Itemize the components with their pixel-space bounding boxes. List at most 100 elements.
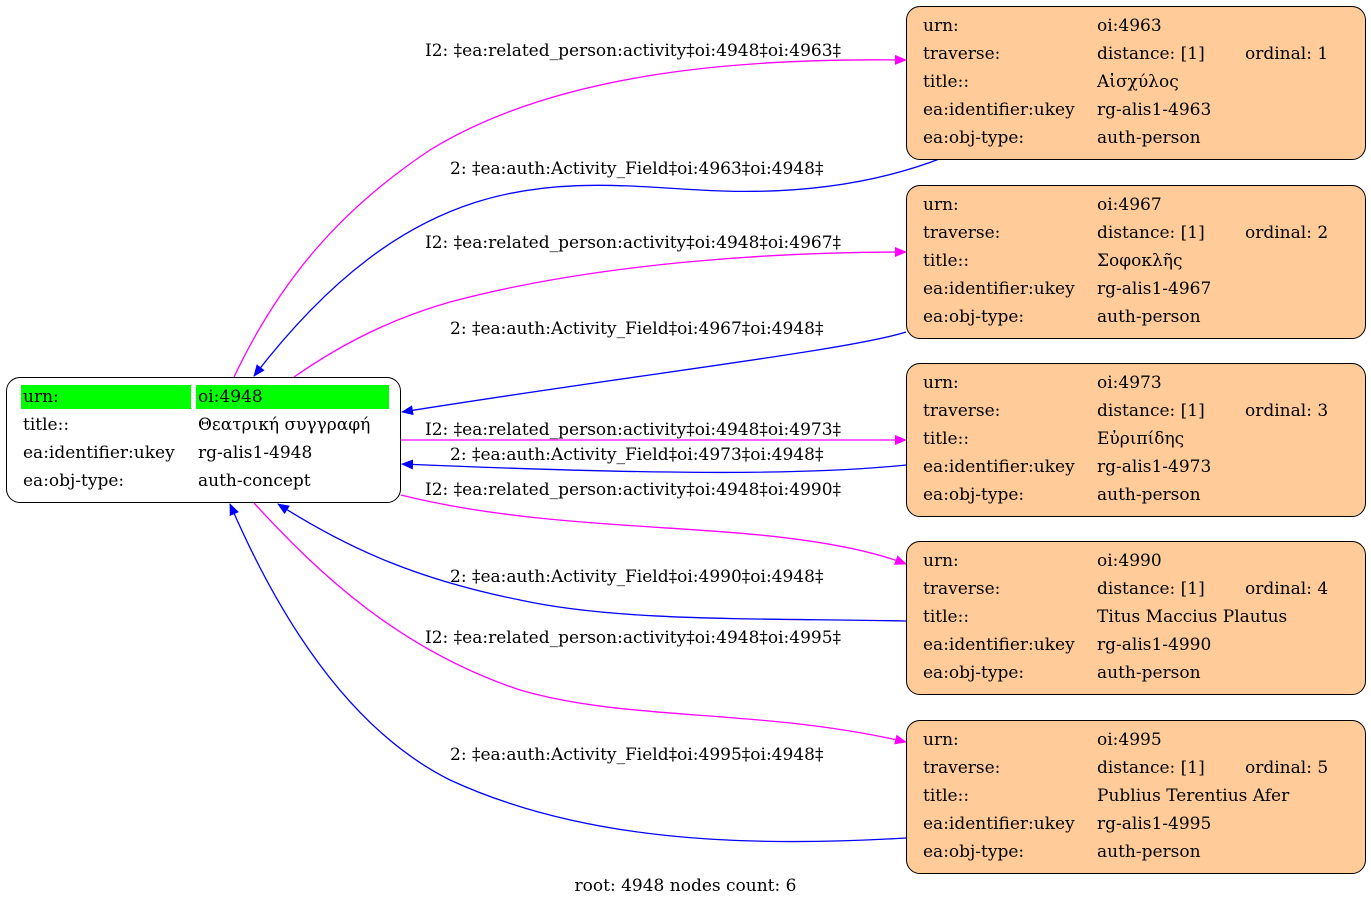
root-title-row: title:: Θεατρική συγγραφή (21, 413, 389, 437)
person-node-3[interactable]: urn:oi:4973 traverse: distance: [1] ordina… (906, 363, 1366, 517)
person-urn-row: urn: oi:4990 (923, 547, 1357, 575)
traverse-key: traverse: (923, 401, 1001, 421)
edge-back-3 (401, 459, 907, 474)
title-value: Σοφοκλῆς (1097, 251, 1183, 271)
person-type-row: ea:obj-type: auth-person (923, 659, 1357, 687)
traverse-key: traverse: (923, 44, 1001, 64)
distance-value: distance: [1] (1097, 401, 1205, 421)
edge-back-4 (277, 503, 907, 622)
person-ukey-row: ea:identifier:ukey rg-alis1-4990 (923, 631, 1357, 659)
urn-key: urn: (923, 373, 959, 393)
root-node[interactable]: urn: oi:4948 title:: Θεατρική συγγραφή e… (6, 377, 401, 503)
title-value: Publius Terentius Afer (1097, 786, 1290, 806)
ukey-value: rg-alis1-4995 (1097, 814, 1212, 834)
edge-out-2 (293, 247, 907, 378)
ukey-key: ea:identifier:ukey (923, 100, 1075, 120)
person-type-row: ea:obj-type:auth-person (923, 303, 1357, 331)
type-value: auth-person (1097, 842, 1201, 862)
urn-key: urn: (923, 16, 959, 36)
person-ukey-row: ea:identifier:ukey rg-alis1-4995 (923, 810, 1357, 838)
person-type-row: ea:obj-type: auth-person (923, 838, 1357, 866)
edge-out-1 (233, 54, 907, 378)
ordinal-value: ordinal: 2 (1245, 223, 1329, 243)
ukey-value: rg-alis1-4967 (1097, 279, 1212, 299)
person-title-row: title::Εὐριπίδης (923, 425, 1357, 453)
person-ukey-row: ea:identifier:ukey rg-alis1-4967 (923, 275, 1357, 303)
edge-out-4 (400, 494, 907, 565)
root-type-row: ea:obj-type: auth-concept (21, 469, 389, 493)
root-ukey-value: rg-alis1-4948 (198, 443, 313, 463)
type-value: auth-person (1097, 307, 1201, 327)
type-key: ea:obj-type: (923, 128, 1025, 148)
ukey-key: ea:identifier:ukey (923, 279, 1075, 299)
title-key: title:: (923, 429, 970, 449)
edge-label-out-5: I2: ‡ea:related_person:activity‡oi:4948‡… (425, 628, 842, 648)
urn-value: oi:4990 (1097, 551, 1162, 571)
type-key: ea:obj-type: (923, 485, 1025, 505)
type-key: ea:obj-type: (923, 663, 1025, 683)
person-node-5[interactable]: urn: oi:4995 traverse: distance: [1] ordina… (906, 720, 1366, 874)
edge-label-out-3: I2: ‡ea:related_person:activity‡oi:4948‡… (425, 420, 842, 440)
distance-value: distance: [1] (1097, 758, 1205, 778)
urn-value: oi:4967 (1097, 195, 1162, 215)
person-type-row: ea:obj-type: auth-person (923, 481, 1357, 509)
title-key: title:: (923, 786, 970, 806)
person-urn-row: urn: oi:4967 (923, 191, 1357, 219)
root-urn-key: urn: (21, 385, 191, 409)
edge-label-out-2: I2: ‡ea:related_person:activity‡oi:4948‡… (425, 233, 842, 253)
person-node-1[interactable]: urn: oi:4963 traverse: distance: [1] ordina… (906, 6, 1366, 160)
title-value: Αἰσχύλος (1097, 72, 1179, 92)
edge-label-back-4: 2: ‡ea:auth:Activity_Field‡oi:4990‡oi:49… (450, 567, 824, 587)
person-title-row: title::Σοφοκλῆς (923, 247, 1357, 275)
urn-value: oi:4995 (1097, 730, 1162, 750)
ordinal-value: ordinal: 1 (1245, 44, 1329, 64)
urn-key: urn: (923, 195, 959, 215)
root-type-key: ea:obj-type: (23, 471, 125, 491)
ukey-key: ea:identifier:ukey (923, 635, 1075, 655)
edge-label-out-4: I2: ‡ea:related_person:activity‡oi:4948‡… (425, 480, 842, 500)
edge-back-5 (229, 503, 907, 843)
distance-value: distance: [1] (1097, 223, 1205, 243)
traverse-key: traverse: (923, 223, 1001, 243)
edge-out-5 (253, 502, 907, 745)
person-title-row: title::Publius Terentius Afer (923, 782, 1357, 810)
root-urn-row: urn: oi:4948 (21, 385, 389, 409)
title-value: Εὐριπίδης (1097, 429, 1185, 449)
title-key: title:: (923, 72, 970, 92)
person-urn-row: urn: oi:4963 (923, 12, 1357, 40)
type-value: auth-person (1097, 663, 1201, 683)
person-node-2[interactable]: urn: oi:4967 traverse: distance: [1] ordina… (906, 185, 1366, 339)
person-title-row: title::Αἰσχύλος (923, 68, 1357, 96)
distance-value: distance: [1] (1097, 579, 1205, 599)
urn-key: urn: (923, 730, 959, 750)
edge-label-back-1: 2: ‡ea:auth:Activity_Field‡oi:4963‡oi:49… (450, 159, 824, 179)
title-value: Titus Maccius Plautus (1097, 607, 1288, 627)
ordinal-value: ordinal: 3 (1245, 401, 1329, 421)
type-value: auth-person (1097, 485, 1201, 505)
person-traverse-row: traverse: distance: [1] ordinal: 1 (923, 40, 1357, 68)
person-title-row: title::Titus Maccius Plautus (923, 603, 1357, 631)
type-key: ea:obj-type: (923, 842, 1025, 862)
person-traverse-row: traverse: distance: [1] ordinal: 4 (923, 575, 1357, 603)
title-key: title:: (923, 251, 970, 271)
root-title-key: title:: (23, 415, 70, 435)
person-traverse-row: traverse: distance: [1] ordinal: 3 (923, 397, 1357, 425)
urn-value: oi:4963 (1097, 16, 1162, 36)
ukey-key: ea:identifier:ukey (923, 814, 1075, 834)
ukey-value: rg-alis1-4990 (1097, 635, 1212, 655)
person-urn-row: urn: oi:4995 (923, 726, 1357, 754)
traverse-key: traverse: (923, 579, 1001, 599)
person-node-4[interactable]: urn: oi:4990 traverse: distance: [1] ordina… (906, 541, 1366, 695)
ordinal-value: ordinal: 4 (1245, 579, 1329, 599)
traverse-key: traverse: (923, 758, 1001, 778)
person-urn-row: urn:oi:4973 (923, 369, 1357, 397)
root-ukey-key: ea:identifier:ukey (23, 443, 175, 463)
root-urn-value: oi:4948 (196, 385, 389, 409)
ordinal-value: ordinal: 5 (1245, 758, 1329, 778)
edge-back-1 (253, 157, 943, 377)
urn-key: urn: (923, 551, 959, 571)
person-traverse-row: traverse: distance: [1] ordinal: 5 (923, 754, 1357, 782)
edge-label-out-1: I2: ‡ea:related_person:activity‡oi:4948‡… (425, 41, 842, 61)
distance-value: distance: [1] (1097, 44, 1205, 64)
